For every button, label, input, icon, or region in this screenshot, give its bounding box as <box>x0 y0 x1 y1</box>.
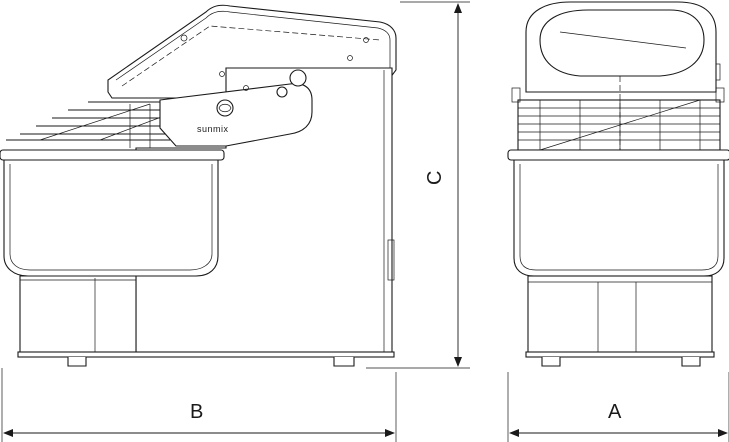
front-bowl-rim <box>507 149 729 161</box>
side-view: sunmix <box>0 4 397 367</box>
foot-right <box>333 357 355 367</box>
bowl-safety-guard <box>6 101 181 148</box>
front-base <box>527 275 713 355</box>
front-foot-right <box>681 357 701 367</box>
sunmix-logo-swirl-icon <box>218 103 232 113</box>
foot-left <box>67 357 87 367</box>
arm-pin <box>276 86 288 98</box>
front-bowl-inner-wall <box>519 164 719 271</box>
dim-a-label: A <box>608 401 622 423</box>
base-plate <box>17 351 395 358</box>
arm-knob <box>289 69 307 87</box>
front-head-tab <box>715 63 721 81</box>
front-base-plate <box>525 351 715 358</box>
brand-logo-text: sunmix <box>197 124 229 134</box>
side-switch <box>387 239 395 281</box>
head-inner-edge <box>115 10 391 81</box>
sunmix-logo-icon <box>216 99 234 117</box>
front-head-window <box>539 9 705 77</box>
front-foot-left <box>541 357 561 367</box>
dim-c-label: C <box>424 171 446 185</box>
arm-screw <box>219 71 225 77</box>
window-highlight <box>559 31 687 49</box>
bowl-rim <box>0 149 225 161</box>
sunmix-logo: sunmix <box>197 99 234 134</box>
front-safety-guard <box>517 99 721 151</box>
dim-b-label: B <box>190 401 203 423</box>
mixer-bowl <box>3 159 219 277</box>
bowl-inner-wall <box>9 164 213 271</box>
front-view <box>507 1 729 367</box>
head-screw <box>363 37 369 43</box>
head-screw <box>180 34 188 42</box>
mixer-base-front <box>19 275 137 356</box>
head-hidden-line <box>121 25 381 87</box>
head-screw <box>347 55 353 61</box>
front-guard-hinge-left <box>511 87 521 103</box>
arm-screw <box>243 85 249 91</box>
front-bowl <box>513 159 725 277</box>
